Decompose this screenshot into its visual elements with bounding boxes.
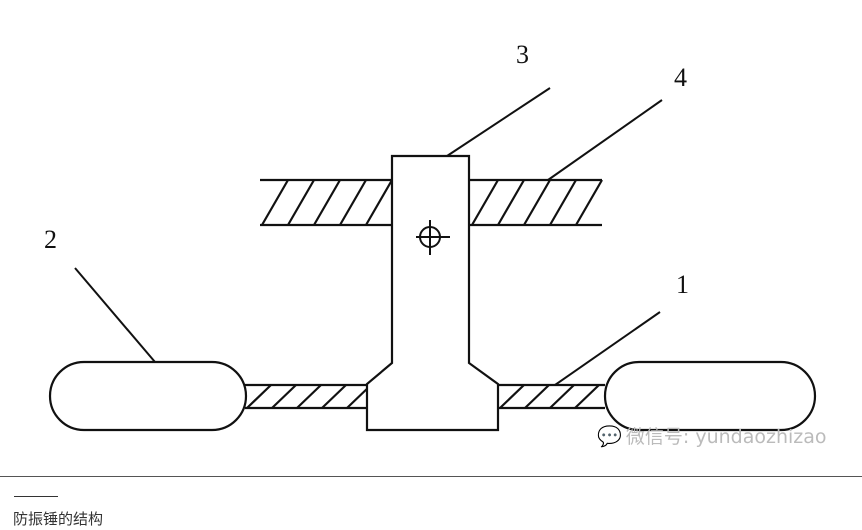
hatch-line <box>246 384 272 409</box>
hatch-line <box>549 179 577 226</box>
figure-caption: 防振锤的结构 <box>13 510 104 528</box>
weight-right <box>603 360 817 432</box>
hatch-line <box>321 384 347 409</box>
hatch-line <box>471 179 499 226</box>
leader-lines <box>74 87 663 386</box>
hatch-line <box>575 179 603 226</box>
hatch-line <box>574 384 600 409</box>
hatch-line <box>497 179 525 226</box>
hatch-line <box>261 179 289 226</box>
hatch-line <box>313 179 341 226</box>
weight-left <box>48 360 248 432</box>
clamp <box>365 154 500 432</box>
hatch-line <box>287 179 315 226</box>
label-clamp: 3 <box>516 40 529 69</box>
watermark-text: 微信号: yundaozhizao <box>625 426 827 448</box>
hatch-line <box>499 384 525 409</box>
hatch-line <box>296 384 322 409</box>
label-weight: 2 <box>44 225 57 254</box>
label-conductor: 4 <box>674 63 687 92</box>
label-messenger-wire: 1 <box>676 270 689 299</box>
hatch-line <box>523 179 551 226</box>
hatch-line <box>524 384 550 409</box>
caption-rule <box>14 496 58 497</box>
hatch-line <box>549 384 575 409</box>
damper-diagram <box>48 87 817 432</box>
divider <box>0 476 862 477</box>
hatch-line <box>365 179 393 226</box>
watermark: 💬 微信号: yundaozhizao <box>597 422 827 449</box>
bolt-icon <box>416 220 450 255</box>
hatch-line <box>339 179 367 226</box>
hatch-line <box>271 384 297 409</box>
wechat-icon: 💬 <box>597 423 622 448</box>
messenger-wire <box>245 383 605 410</box>
